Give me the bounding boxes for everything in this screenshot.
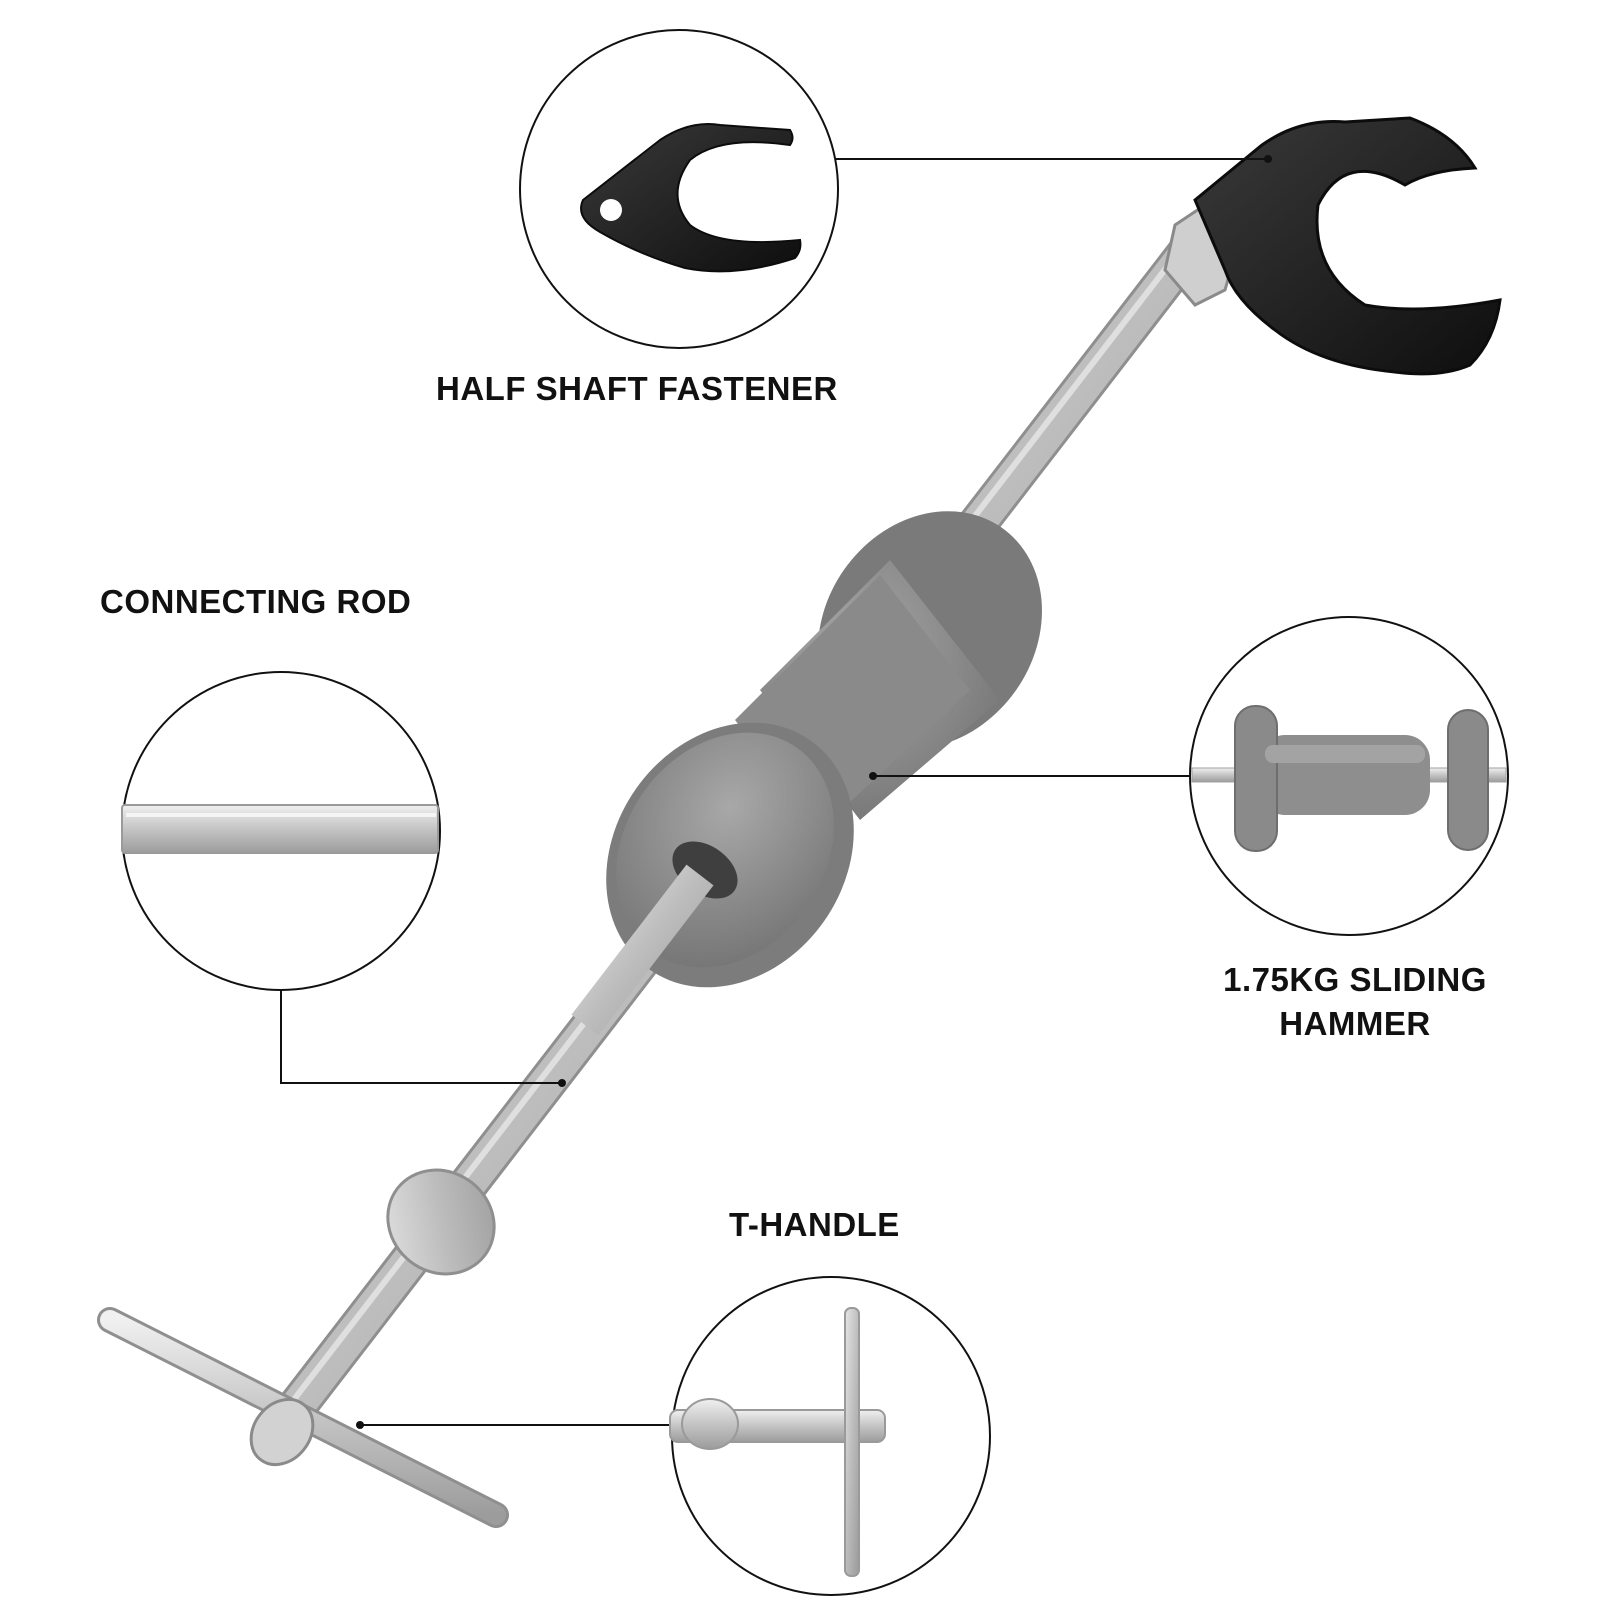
label-half-shaft-fastener: HALF SHAFT FASTENER (436, 370, 838, 407)
rod-ball-joint (386, 1168, 496, 1276)
label-sliding-hammer: 1.75KG SLIDING HAMMER (1190, 958, 1520, 1046)
detail-circle-rod (121, 671, 441, 991)
detail-circle-handle (669, 1276, 991, 1596)
label-sliding-hammer-line1: 1.75KG SLIDING (1223, 961, 1487, 998)
callout-lines (280, 155, 1272, 1429)
t-handle-detail-icon (669, 1307, 886, 1577)
callout-line-rod (280, 990, 562, 1084)
half-shaft-fastener (1193, 116, 1502, 376)
hammer-detail-icon (1234, 705, 1489, 852)
detail-circle-hammer (1189, 616, 1509, 936)
label-t-handle: T-HANDLE (729, 1206, 900, 1243)
fastener-detail-icon (580, 123, 802, 273)
detail-circle-fastener (519, 29, 839, 349)
rod-detail-icon (121, 804, 439, 854)
main-tool (97, 116, 1502, 1528)
label-connecting-rod: CONNECTING ROD (100, 583, 412, 620)
label-sliding-hammer-line2: HAMMER (1279, 1005, 1431, 1042)
